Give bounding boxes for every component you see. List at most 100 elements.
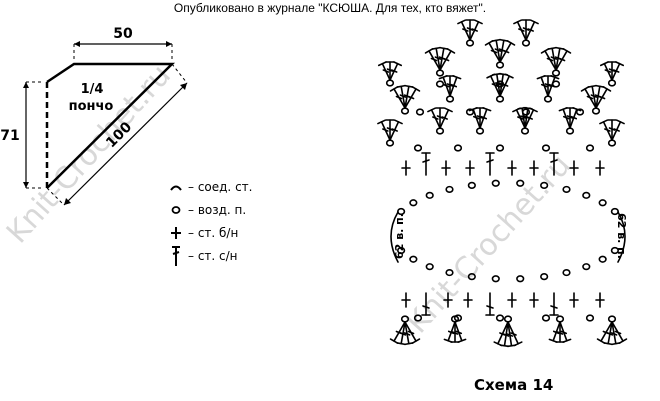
fan-stitch bbox=[602, 86, 612, 92]
fan-stitch bbox=[504, 73, 514, 79]
fan-stitch bbox=[393, 321, 406, 342]
fan-stitch bbox=[439, 47, 445, 71]
legend-label-slip-stitch: – соед. ст. bbox=[188, 179, 253, 194]
fan-stitch bbox=[513, 341, 523, 347]
chain-stitch bbox=[425, 191, 434, 199]
chain-stitch bbox=[491, 179, 500, 187]
fan-stitch bbox=[474, 19, 483, 25]
fan-stitch bbox=[562, 338, 572, 343]
fan-stitch bbox=[614, 330, 622, 335]
chain-stitch bbox=[598, 199, 607, 207]
fan-stitch bbox=[599, 119, 608, 125]
fan-stitch bbox=[451, 331, 459, 335]
fan-stitch bbox=[513, 19, 522, 25]
chain-stitch bbox=[435, 69, 445, 77]
fan-stitch bbox=[540, 83, 548, 88]
chain-stitch bbox=[475, 127, 485, 135]
chain-stitch bbox=[467, 273, 476, 281]
fan-stitch bbox=[395, 95, 403, 100]
chain-stitch bbox=[409, 255, 418, 263]
fan-stitch bbox=[616, 119, 625, 125]
fan-stitch bbox=[506, 40, 516, 46]
fan-stitch bbox=[580, 86, 590, 92]
crochet-chart bbox=[377, 19, 628, 348]
chain-stitch bbox=[445, 185, 454, 194]
chain-stitch bbox=[465, 39, 475, 47]
right-slip-arc bbox=[617, 211, 626, 263]
chain-stitch bbox=[540, 273, 549, 281]
fan-stitch bbox=[607, 321, 613, 345]
fan-stitch bbox=[442, 83, 450, 88]
legend-label-double-crochet: – ст. с/н bbox=[188, 248, 238, 263]
fan-stitch bbox=[595, 85, 601, 109]
fan-stitch bbox=[404, 85, 410, 109]
chain-stitch bbox=[585, 144, 595, 152]
fan-stitch bbox=[495, 39, 501, 63]
fan-stitch bbox=[530, 19, 539, 25]
fan-stitch bbox=[612, 69, 620, 73]
chain-stitch bbox=[521, 39, 531, 47]
fan-stitch bbox=[499, 73, 504, 97]
chain-stitch bbox=[413, 314, 423, 322]
chain-stitch bbox=[435, 80, 445, 88]
legend-label-chain: – возд. п. bbox=[188, 202, 247, 217]
fan-stitch bbox=[618, 338, 628, 344]
fan-stitch bbox=[590, 94, 598, 98]
fan-stitch bbox=[599, 61, 609, 67]
chain-stitch bbox=[495, 144, 505, 152]
fan-stitch bbox=[510, 332, 517, 336]
fan-stitch bbox=[562, 48, 572, 54]
fan-stitch bbox=[604, 69, 612, 73]
fan-stitch bbox=[572, 107, 582, 112]
chain-stitch bbox=[415, 108, 425, 116]
fan-stitch bbox=[455, 330, 463, 335]
fan-stitch bbox=[502, 333, 510, 337]
fan-stitch bbox=[389, 121, 400, 141]
fan-stitch bbox=[404, 84, 414, 88]
chain-stitch bbox=[521, 108, 531, 116]
chain-stitch bbox=[491, 275, 500, 283]
chain-stitch bbox=[598, 255, 607, 263]
fan-stitch bbox=[452, 75, 462, 80]
fan-stitch bbox=[497, 321, 509, 345]
legend-row-chain: – возд. п. bbox=[168, 198, 252, 221]
fan-stitch bbox=[558, 57, 566, 62]
chain-stitch bbox=[397, 246, 406, 255]
fan-stitch bbox=[555, 47, 561, 71]
fan-stitch bbox=[382, 69, 390, 73]
fan-stitch bbox=[447, 321, 456, 342]
fan-stitch bbox=[399, 332, 407, 336]
fan-stitch bbox=[520, 115, 527, 119]
fan-stitch bbox=[552, 321, 561, 342]
chain-stitch bbox=[495, 95, 505, 103]
fan-stitch bbox=[586, 95, 594, 100]
fan-stitch bbox=[449, 76, 458, 97]
chain-stitch bbox=[385, 79, 395, 87]
fan-stitch bbox=[526, 116, 533, 120]
fan-stitch bbox=[600, 321, 613, 342]
chain-stitch bbox=[400, 107, 410, 115]
fan-stitch bbox=[611, 342, 621, 346]
fan-stitch bbox=[525, 21, 536, 41]
fan-stitch bbox=[469, 21, 480, 41]
fan-stitch bbox=[479, 108, 488, 129]
height-dimension-label: 71 bbox=[0, 128, 19, 144]
chain-stitch bbox=[520, 127, 530, 135]
fan-stitch bbox=[491, 38, 501, 42]
fan-stitch bbox=[439, 46, 449, 50]
fan-stitch bbox=[411, 86, 421, 92]
fan-stitch bbox=[517, 116, 524, 120]
chain-stitch bbox=[425, 263, 434, 271]
fan-stitch bbox=[507, 321, 519, 345]
fan-stitch bbox=[435, 47, 441, 71]
fan-stitch bbox=[403, 332, 411, 336]
fan-stitch bbox=[615, 61, 625, 67]
fan-stitch bbox=[611, 62, 621, 81]
piece-fraction-label: 1/4 bbox=[81, 82, 104, 97]
fan-stitch bbox=[396, 342, 406, 346]
fan-stitch bbox=[503, 321, 509, 347]
fan-stitch bbox=[502, 49, 510, 54]
fan-stitch bbox=[496, 73, 501, 97]
fan-stitch bbox=[389, 62, 399, 81]
fan-stitch bbox=[404, 321, 410, 345]
